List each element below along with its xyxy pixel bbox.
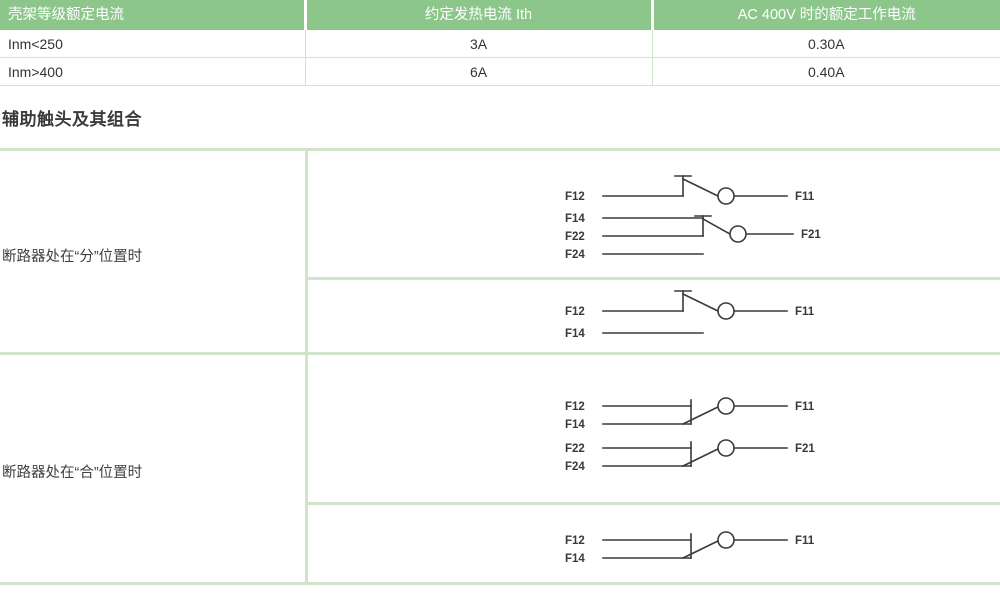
- contact-node-icon: [717, 439, 735, 457]
- aux-row-label-closed: 断路器处在“合”位置时: [2, 465, 143, 481]
- spec-table-header-row: 壳架等级额定电流 约定发热电流 Ith AC 400V 时的额定工作电流: [0, 0, 1000, 30]
- terminal-label: F14: [565, 213, 585, 225]
- terminal-label: F24: [565, 249, 585, 261]
- contact-node-icon: [729, 225, 747, 243]
- spec-header-thermal-current: 约定发热电流 Ith: [305, 0, 654, 30]
- page-title: 辅助触头及其组合: [2, 110, 142, 129]
- aux-row2-inner-separator: [306, 502, 1000, 505]
- aux-row1-inner-separator: [306, 277, 1000, 280]
- spec-table: 壳架等级额定电流 约定发热电流 Ith AC 400V 时的额定工作电流 Inm…: [0, 0, 1000, 86]
- diagram-closed-position-two-terminal: F12 F14 F11: [555, 530, 845, 580]
- diagram-closed-position-four-terminal: F12 F14 F22 F24 F11 F21: [555, 396, 845, 486]
- terminal-label: F12: [565, 191, 585, 203]
- diagram-open-position-four-terminal: F12 F14 F22 F24 F11 F21: [555, 170, 845, 265]
- terminal-label: F11: [795, 401, 815, 413]
- terminal-label: F21: [801, 229, 821, 241]
- terminal-label: F22: [565, 231, 585, 243]
- spec-cell-thermal-1: 6A: [305, 57, 653, 86]
- terminal-label: F22: [565, 443, 585, 455]
- terminal-label: F12: [565, 535, 585, 547]
- terminal-label: F11: [795, 306, 815, 318]
- contact-node-icon: [717, 531, 735, 549]
- aux-row-label-open: 断路器处在“分”位置时: [2, 249, 143, 265]
- spec-header-operating-current: AC 400V 时的额定工作电流: [652, 0, 1000, 30]
- table-row: Inm>400 6A 0.40A: [0, 57, 1000, 86]
- aux-row-separator: [0, 352, 1000, 355]
- aux-table-column-divider: [305, 148, 308, 584]
- auxiliary-contacts-table: 断路器处在“分”位置时 F12: [0, 148, 1000, 585]
- spec-cell-operating-1: 0.40A: [652, 57, 1000, 86]
- terminal-label: F14: [565, 419, 585, 431]
- spec-cell-thermal-0: 3A: [305, 30, 653, 58]
- terminal-label: F14: [565, 553, 585, 565]
- terminal-label: F12: [565, 401, 585, 413]
- contact-node-icon: [717, 187, 735, 205]
- diagram-open-position-two-terminal: F12 F14 F11: [555, 285, 845, 345]
- terminal-label: F21: [795, 443, 815, 455]
- aux-table-bottom-border: [0, 582, 1000, 585]
- table-row: Inm<250 3A 0.30A: [0, 30, 1000, 58]
- terminal-label: F11: [795, 535, 815, 547]
- spec-header-frame-rated-current: 壳架等级额定电流: [0, 0, 307, 30]
- terminal-label: F12: [565, 306, 585, 318]
- contact-node-icon: [717, 397, 735, 415]
- terminal-label: F14: [565, 328, 585, 340]
- terminal-label: F11: [795, 191, 815, 203]
- spec-cell-frame-1: Inm>400: [0, 57, 306, 86]
- contact-node-icon: [717, 302, 735, 320]
- aux-table-top-border: [0, 148, 1000, 151]
- spec-cell-operating-0: 0.30A: [652, 30, 1000, 58]
- terminal-label: F24: [565, 461, 585, 473]
- spec-cell-frame-0: Inm<250: [0, 30, 306, 58]
